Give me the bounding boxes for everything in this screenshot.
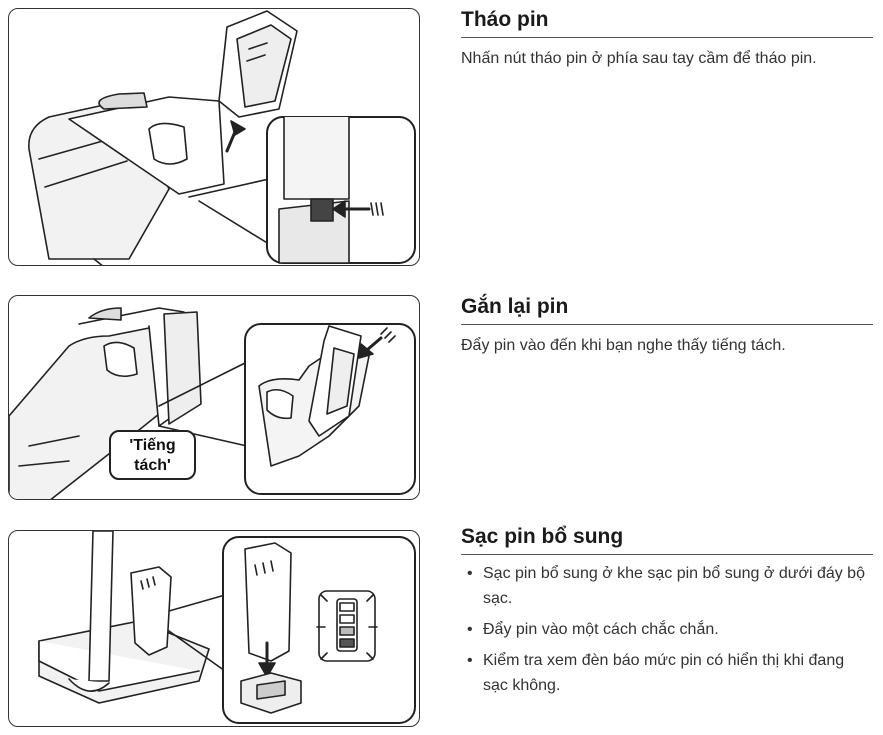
callout-line-2: tách' [134,457,171,474]
bullet-list: Sạc pin bổ sung ở khe sạc pin bổ sung ở … [461,561,873,698]
reattach-battery-drawing [9,307,416,499]
list-item: Sạc pin bổ sung ở khe sạc pin bổ sung ở … [461,561,873,611]
illustration-remove-battery [8,8,420,266]
section-charge-spare-battery: Sạc pin bổ sung Sạc pin bổ sung ở khe sạ… [461,525,873,704]
click-sound-callout: 'Tiếng tách' [109,430,196,480]
section-text: Nhấn nút tháo pin ở phía sau tay cầm để … [461,50,817,67]
illustration-reattach-battery: 'Tiếng tách' [8,295,420,500]
illustration-charge-spare-battery [8,530,420,727]
section-reattach-battery: Gắn lại pin Đẩy pin vào đến khi bạn nghe… [461,295,873,358]
section-title: Gắn lại pin [461,295,873,325]
section-title: Sạc pin bổ sung [461,525,873,555]
list-item: Đẩy pin vào một cách chắc chắn. [461,617,873,642]
remove-battery-drawing [28,10,416,265]
section-remove-battery: Tháo pin Nhấn nút tháo pin ở phía sau ta… [461,8,873,71]
charge-spare-battery-drawing [38,531,416,724]
section-text: Đẩy pin vào đến khi bạn nghe thấy tiếng … [461,337,786,354]
callout-line-1: 'Tiếng [129,437,176,454]
list-item: Kiểm tra xem đèn báo mức pin có hiển thị… [461,648,873,698]
section-title: Tháo pin [461,8,873,38]
